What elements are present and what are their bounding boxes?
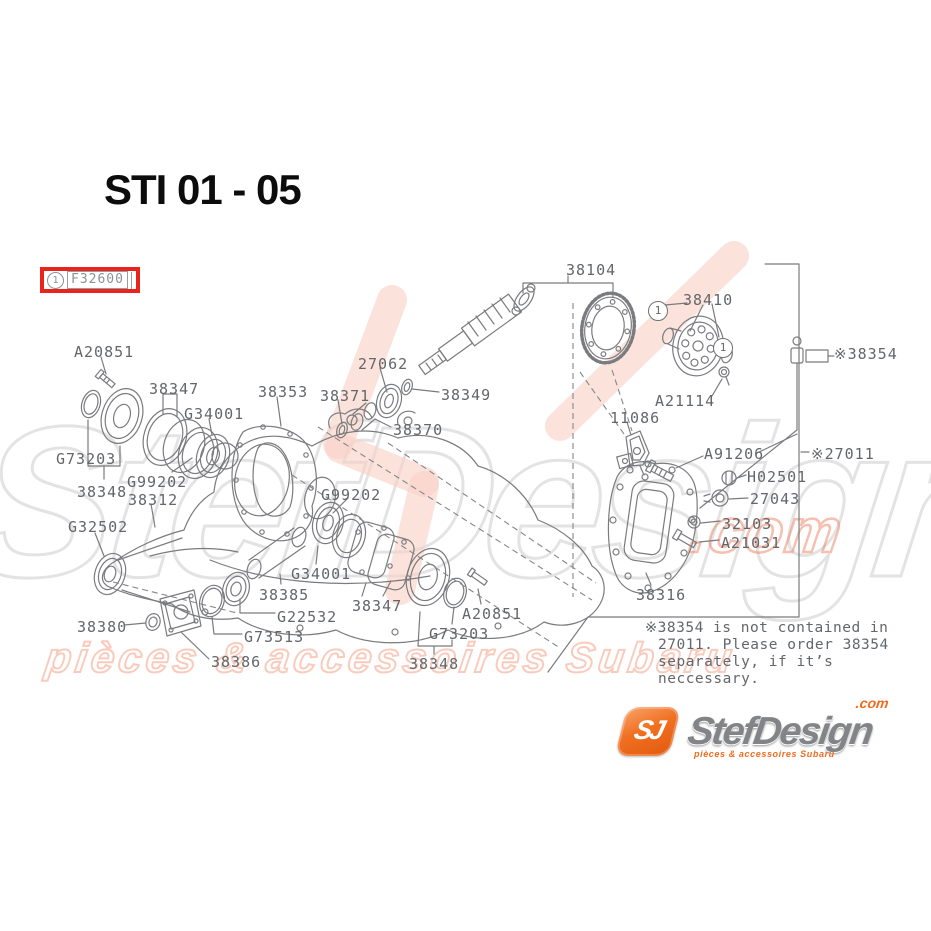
part-label-38347: 38347 bbox=[352, 597, 403, 615]
part-label-G22532: G22532 bbox=[277, 608, 338, 626]
part-code-stamp[interactable]: 1 F32600 bbox=[40, 267, 140, 293]
part-label-38380: 38380 bbox=[77, 618, 128, 636]
part-label-38370: 38370 bbox=[393, 421, 444, 439]
note-line: 27011. Please order 38354 bbox=[658, 637, 889, 653]
note-line: ※38354 is not contained in bbox=[645, 620, 889, 636]
page-title: STI 01 - 05 bbox=[104, 166, 302, 213]
part-label-G99202: G99202 bbox=[127, 473, 188, 491]
brand-logo-name: StefDesign bbox=[685, 710, 875, 753]
part-label-38348: 38348 bbox=[77, 483, 128, 501]
part-label-A20851: A20851 bbox=[74, 343, 135, 361]
part-label-G73203: G73203 bbox=[429, 625, 490, 643]
brand-logo-tagline: pièces & accessoires Subaru bbox=[694, 749, 835, 759]
note-line: separately, if it’s bbox=[658, 654, 834, 670]
stamp-tick bbox=[130, 271, 133, 289]
brand-logo-com: .com bbox=[854, 695, 890, 711]
stamp-code: F32600 bbox=[67, 271, 128, 289]
part-label-A20851: A20851 bbox=[462, 605, 523, 623]
part-label-38371: 38371 bbox=[320, 387, 371, 405]
part-label-38385: 38385 bbox=[259, 586, 310, 604]
part-label-G99202: G99202 bbox=[321, 486, 382, 504]
part-label-38353: 38353 bbox=[258, 383, 309, 401]
part-label-G73513: G73513 bbox=[244, 628, 305, 646]
part-label-38386: 38386 bbox=[211, 653, 262, 671]
callout-circle-1: 1 bbox=[648, 301, 668, 321]
stamp-circled-number: 1 bbox=[47, 271, 64, 289]
part-label-38347: 38347 bbox=[149, 380, 200, 398]
part-label-11086: 11086 bbox=[610, 409, 661, 427]
part-label-A21031: A21031 bbox=[721, 534, 782, 552]
part-label-38316: 38316 bbox=[636, 586, 687, 604]
part-label-32103: 32103 bbox=[722, 515, 773, 533]
brand-logo-mark-text: SJ bbox=[631, 715, 666, 745]
part-label-G34001: G34001 bbox=[184, 405, 245, 423]
part-label-27062: 27062 bbox=[358, 355, 409, 373]
part-label-38104: 38104 bbox=[566, 261, 617, 279]
part-label-H02501: H02501 bbox=[747, 468, 808, 486]
part-label-27043: 27043 bbox=[750, 490, 801, 508]
callout-circle-1: 1 bbox=[713, 338, 733, 358]
part-label-38410: 38410 bbox=[683, 291, 734, 309]
part-label-38348: 38348 bbox=[409, 655, 460, 673]
part-label-38354: ※38354 bbox=[834, 345, 898, 363]
part-label-G34001: G34001 bbox=[291, 565, 352, 583]
part-label-G32502: G32502 bbox=[68, 518, 129, 536]
note-line: neccessary. bbox=[658, 671, 760, 687]
diagram-note: ※38354 is not contained in 27011. Please… bbox=[645, 620, 895, 688]
part-label-38312: 38312 bbox=[128, 491, 179, 509]
part-label-A91206: A91206 bbox=[704, 445, 765, 463]
part-label-G73203: G73203 bbox=[56, 450, 117, 468]
part-label-A21114: A21114 bbox=[655, 392, 716, 410]
part-label-27011: ※27011 bbox=[811, 445, 875, 463]
part-label-38349: 38349 bbox=[441, 386, 492, 404]
